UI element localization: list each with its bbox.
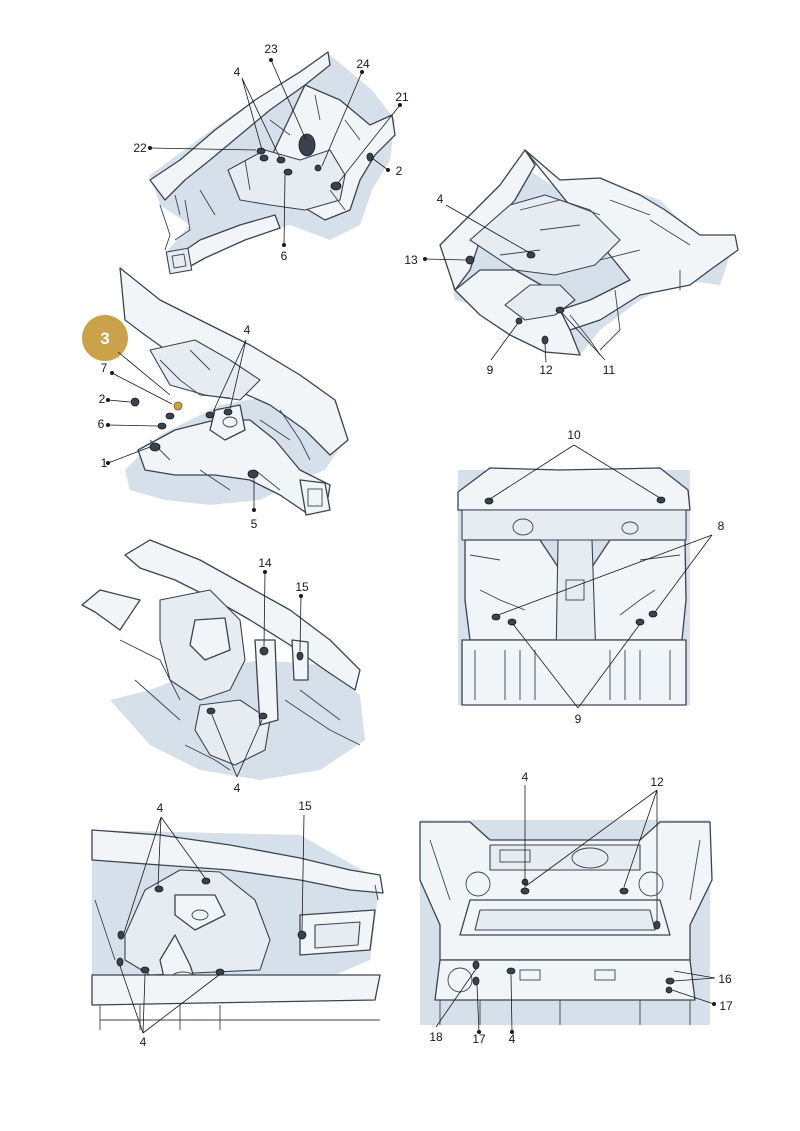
label-12: 12 bbox=[539, 363, 553, 377]
label-13: 13 bbox=[404, 253, 418, 267]
view-front-structure-detail: 3 7 2 6 1 4 5 bbox=[82, 267, 349, 531]
label-17: 17 bbox=[719, 999, 733, 1013]
label-6: 6 bbox=[281, 249, 288, 263]
label-15: 15 bbox=[295, 580, 309, 594]
label-21: 21 bbox=[395, 90, 409, 104]
label-16: 16 bbox=[718, 972, 732, 986]
label-17: 17 bbox=[472, 1032, 486, 1046]
label-5: 5 bbox=[251, 517, 258, 531]
view-rear-trunk: 4 12 16 17 18 17 4 bbox=[419, 770, 733, 1046]
label-9: 9 bbox=[487, 363, 494, 377]
label-4: 4 bbox=[234, 781, 241, 795]
view-floor-pan: 10 8 9 bbox=[457, 428, 725, 726]
label-8: 8 bbox=[718, 519, 725, 533]
label-4: 4 bbox=[509, 1032, 516, 1046]
label-15: 15 bbox=[298, 799, 312, 813]
label-4: 4 bbox=[244, 323, 251, 337]
label-22: 22 bbox=[133, 141, 147, 155]
label-4: 4 bbox=[234, 65, 241, 79]
label-4: 4 bbox=[522, 770, 529, 784]
callout-badge-number: 3 bbox=[100, 329, 109, 348]
label-11: 11 bbox=[603, 363, 616, 377]
view-a-pillar: 14 15 4 bbox=[81, 539, 365, 795]
label-23: 23 bbox=[264, 42, 278, 56]
label-24: 24 bbox=[356, 57, 370, 71]
callout-badge bbox=[82, 315, 128, 361]
label-1: 1 bbox=[101, 456, 108, 470]
label-14: 14 bbox=[258, 556, 272, 570]
view-rear-floor-upper: 4 13 9 12 11 bbox=[404, 149, 739, 377]
label-4: 4 bbox=[140, 1035, 147, 1049]
label-7: 7 bbox=[101, 361, 108, 375]
label-2: 2 bbox=[99, 392, 106, 406]
label-6: 6 bbox=[98, 417, 105, 431]
label-4: 4 bbox=[437, 192, 444, 206]
label-4: 4 bbox=[157, 801, 164, 815]
label-10: 10 bbox=[567, 428, 581, 442]
view-front-wheelhouse: 4 15 4 bbox=[91, 799, 384, 1049]
label-18: 18 bbox=[429, 1030, 443, 1044]
label-9: 9 bbox=[575, 712, 582, 726]
view-front-structure-upper: 23 24 4 22 21 2 6 bbox=[133, 42, 409, 275]
label-2: 2 bbox=[396, 164, 403, 178]
label-12: 12 bbox=[650, 775, 664, 789]
